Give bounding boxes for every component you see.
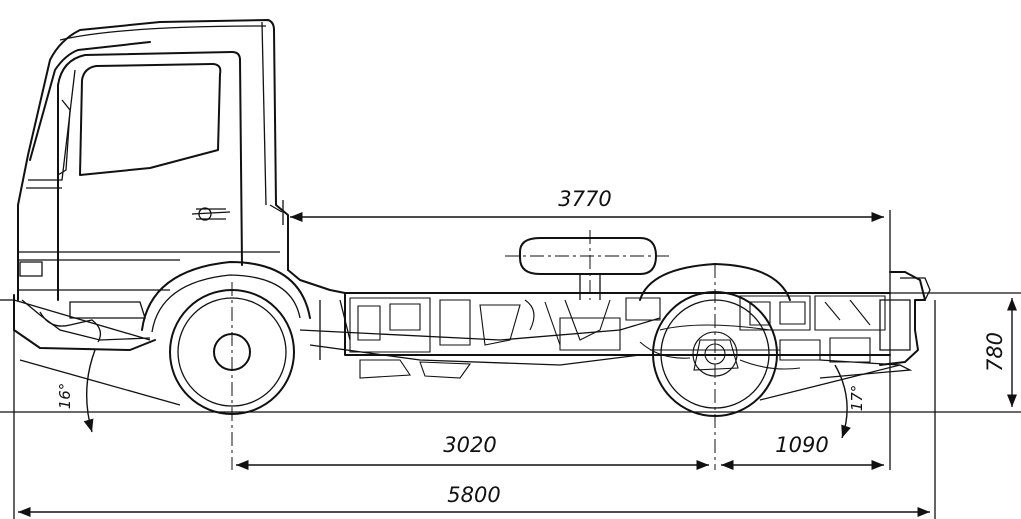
dim-label-body-length: 3770	[558, 187, 611, 211]
dim-label-departure-angle: 17°	[848, 385, 866, 412]
dimension-lines	[18, 211, 1018, 518]
front-wheel	[141, 261, 311, 415]
dim-label-overall-length: 5800	[447, 483, 500, 507]
chassis-frame	[287, 230, 931, 379]
dim-label-rear-overhang: 1090	[775, 433, 828, 457]
dim-label-approach-angle: 16°	[56, 383, 74, 410]
dim-label-frame-height: 780	[983, 332, 1007, 372]
dim-label-wheelbase: 3020	[443, 433, 496, 457]
extension-lines	[0, 200, 1021, 519]
